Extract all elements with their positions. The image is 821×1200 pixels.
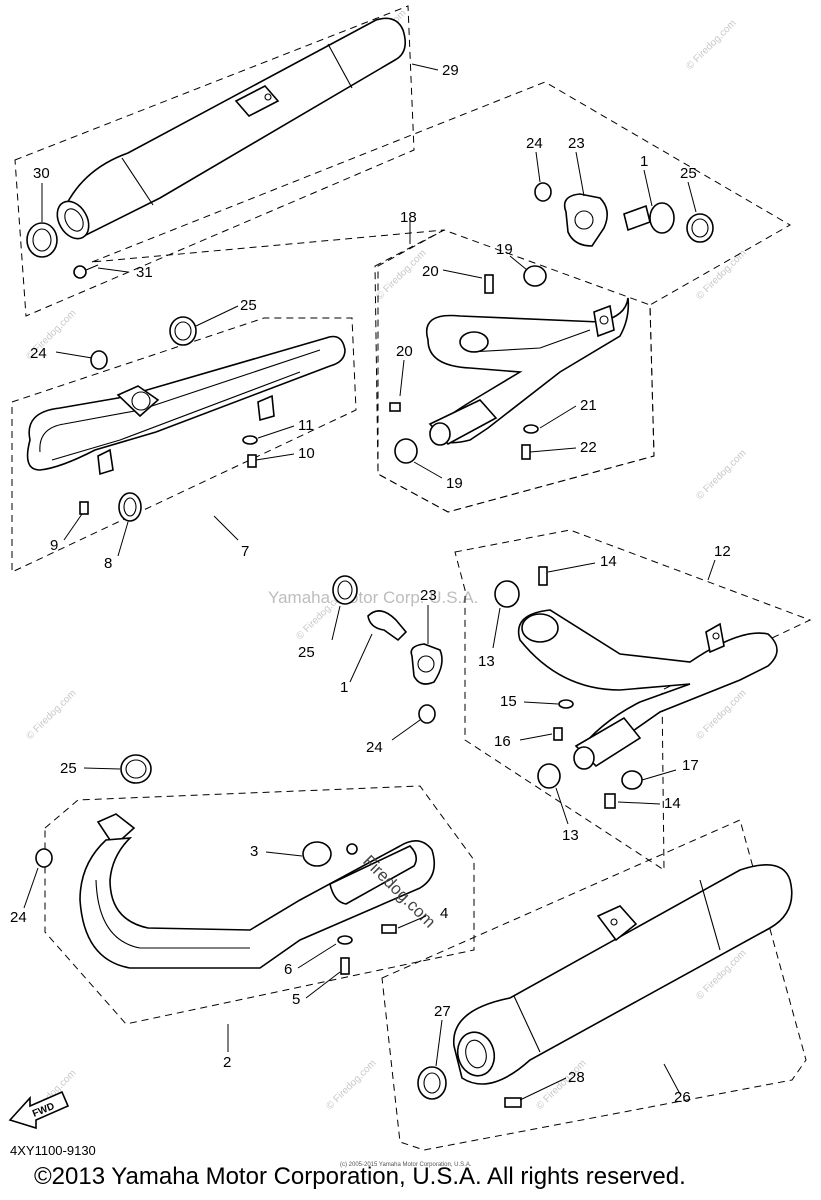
- callout-23: 23: [568, 135, 585, 152]
- callout-23: 23: [420, 587, 437, 604]
- callout-20: 20: [396, 343, 413, 360]
- callout-14: 14: [664, 795, 681, 812]
- callout-24: 24: [10, 909, 27, 926]
- callout-1: 1: [340, 679, 348, 696]
- callout-24: 24: [30, 345, 47, 362]
- callout-13: 13: [562, 827, 579, 844]
- callout-19: 19: [496, 241, 513, 258]
- callout-3: 3: [250, 843, 258, 860]
- watermark: © Firedog.com: [694, 448, 748, 502]
- callout-25: 25: [240, 297, 257, 314]
- exhaust-pipe-2-group: [35, 754, 475, 1025]
- muffler-29-group: [14, 5, 415, 317]
- callout-17: 17: [682, 757, 699, 774]
- watermark: © Firedog.com: [324, 1058, 378, 1112]
- callout-28: 28: [568, 1069, 585, 1086]
- callout-8: 8: [104, 555, 112, 572]
- watermark: © Firedog.com: [24, 688, 78, 742]
- mini-copyright: (c) 2005-2015 Yamaha Motor Corporation, …: [340, 1162, 472, 1168]
- callouts: 29 30 31 24 25 11 10 9 8 7 18 24 23 1 25…: [10, 62, 731, 1106]
- watermark-center: Yamaha Motor Corp. U.S.A.: [268, 588, 478, 607]
- callout-31: 31: [136, 264, 153, 281]
- callout-11: 11: [298, 417, 314, 434]
- callout-30: 30: [33, 165, 50, 182]
- callout-24: 24: [526, 135, 543, 152]
- callout-10: 10: [298, 445, 315, 462]
- callout-24: 24: [366, 739, 383, 756]
- callout-25: 25: [298, 644, 315, 661]
- callout-5: 5: [292, 991, 300, 1008]
- callout-14: 14: [600, 553, 617, 570]
- callout-27: 27: [434, 1003, 451, 1020]
- callout-2: 2: [223, 1054, 231, 1071]
- callout-25: 25: [680, 165, 697, 182]
- diagram-code: 4XY1100-9130: [10, 1143, 96, 1158]
- exhaust-pipe-12-group: [454, 529, 812, 871]
- callout-12: 12: [714, 543, 731, 560]
- callout-4: 4: [440, 905, 448, 922]
- callout-13: 13: [478, 653, 495, 670]
- callout-15: 15: [500, 693, 517, 710]
- center-parts: [332, 575, 443, 724]
- callout-19: 19: [446, 475, 463, 492]
- watermark: © Firedog.com: [374, 248, 428, 302]
- callout-22: 22: [580, 439, 597, 456]
- callout-1: 1: [640, 153, 648, 170]
- watermark: © Firedog.com: [694, 688, 748, 742]
- copyright-notice: ©2013 Yamaha Motor Corporation, U.S.A. A…: [34, 1163, 686, 1190]
- callout-6: 6: [284, 961, 292, 978]
- watermark: © Firedog.com: [694, 248, 748, 302]
- callout-16: 16: [494, 733, 511, 750]
- muffler-26-group: [381, 819, 807, 1151]
- fwd-arrow-icon: FWD: [8, 1090, 70, 1130]
- callout-20: 20: [422, 263, 439, 280]
- exhaust-pipe-7-group: [11, 316, 357, 573]
- cross-pipe-18-group: [91, 81, 791, 513]
- callout-29: 29: [442, 62, 459, 79]
- callout-9: 9: [50, 537, 58, 554]
- leader-lines: [23, 63, 716, 1101]
- callout-18: 18: [400, 209, 417, 226]
- callout-21: 21: [580, 397, 597, 414]
- watermark: © Firedog.com: [684, 18, 738, 72]
- callout-26: 26: [674, 1089, 691, 1106]
- callout-7: 7: [241, 543, 249, 560]
- callout-25: 25: [60, 760, 77, 777]
